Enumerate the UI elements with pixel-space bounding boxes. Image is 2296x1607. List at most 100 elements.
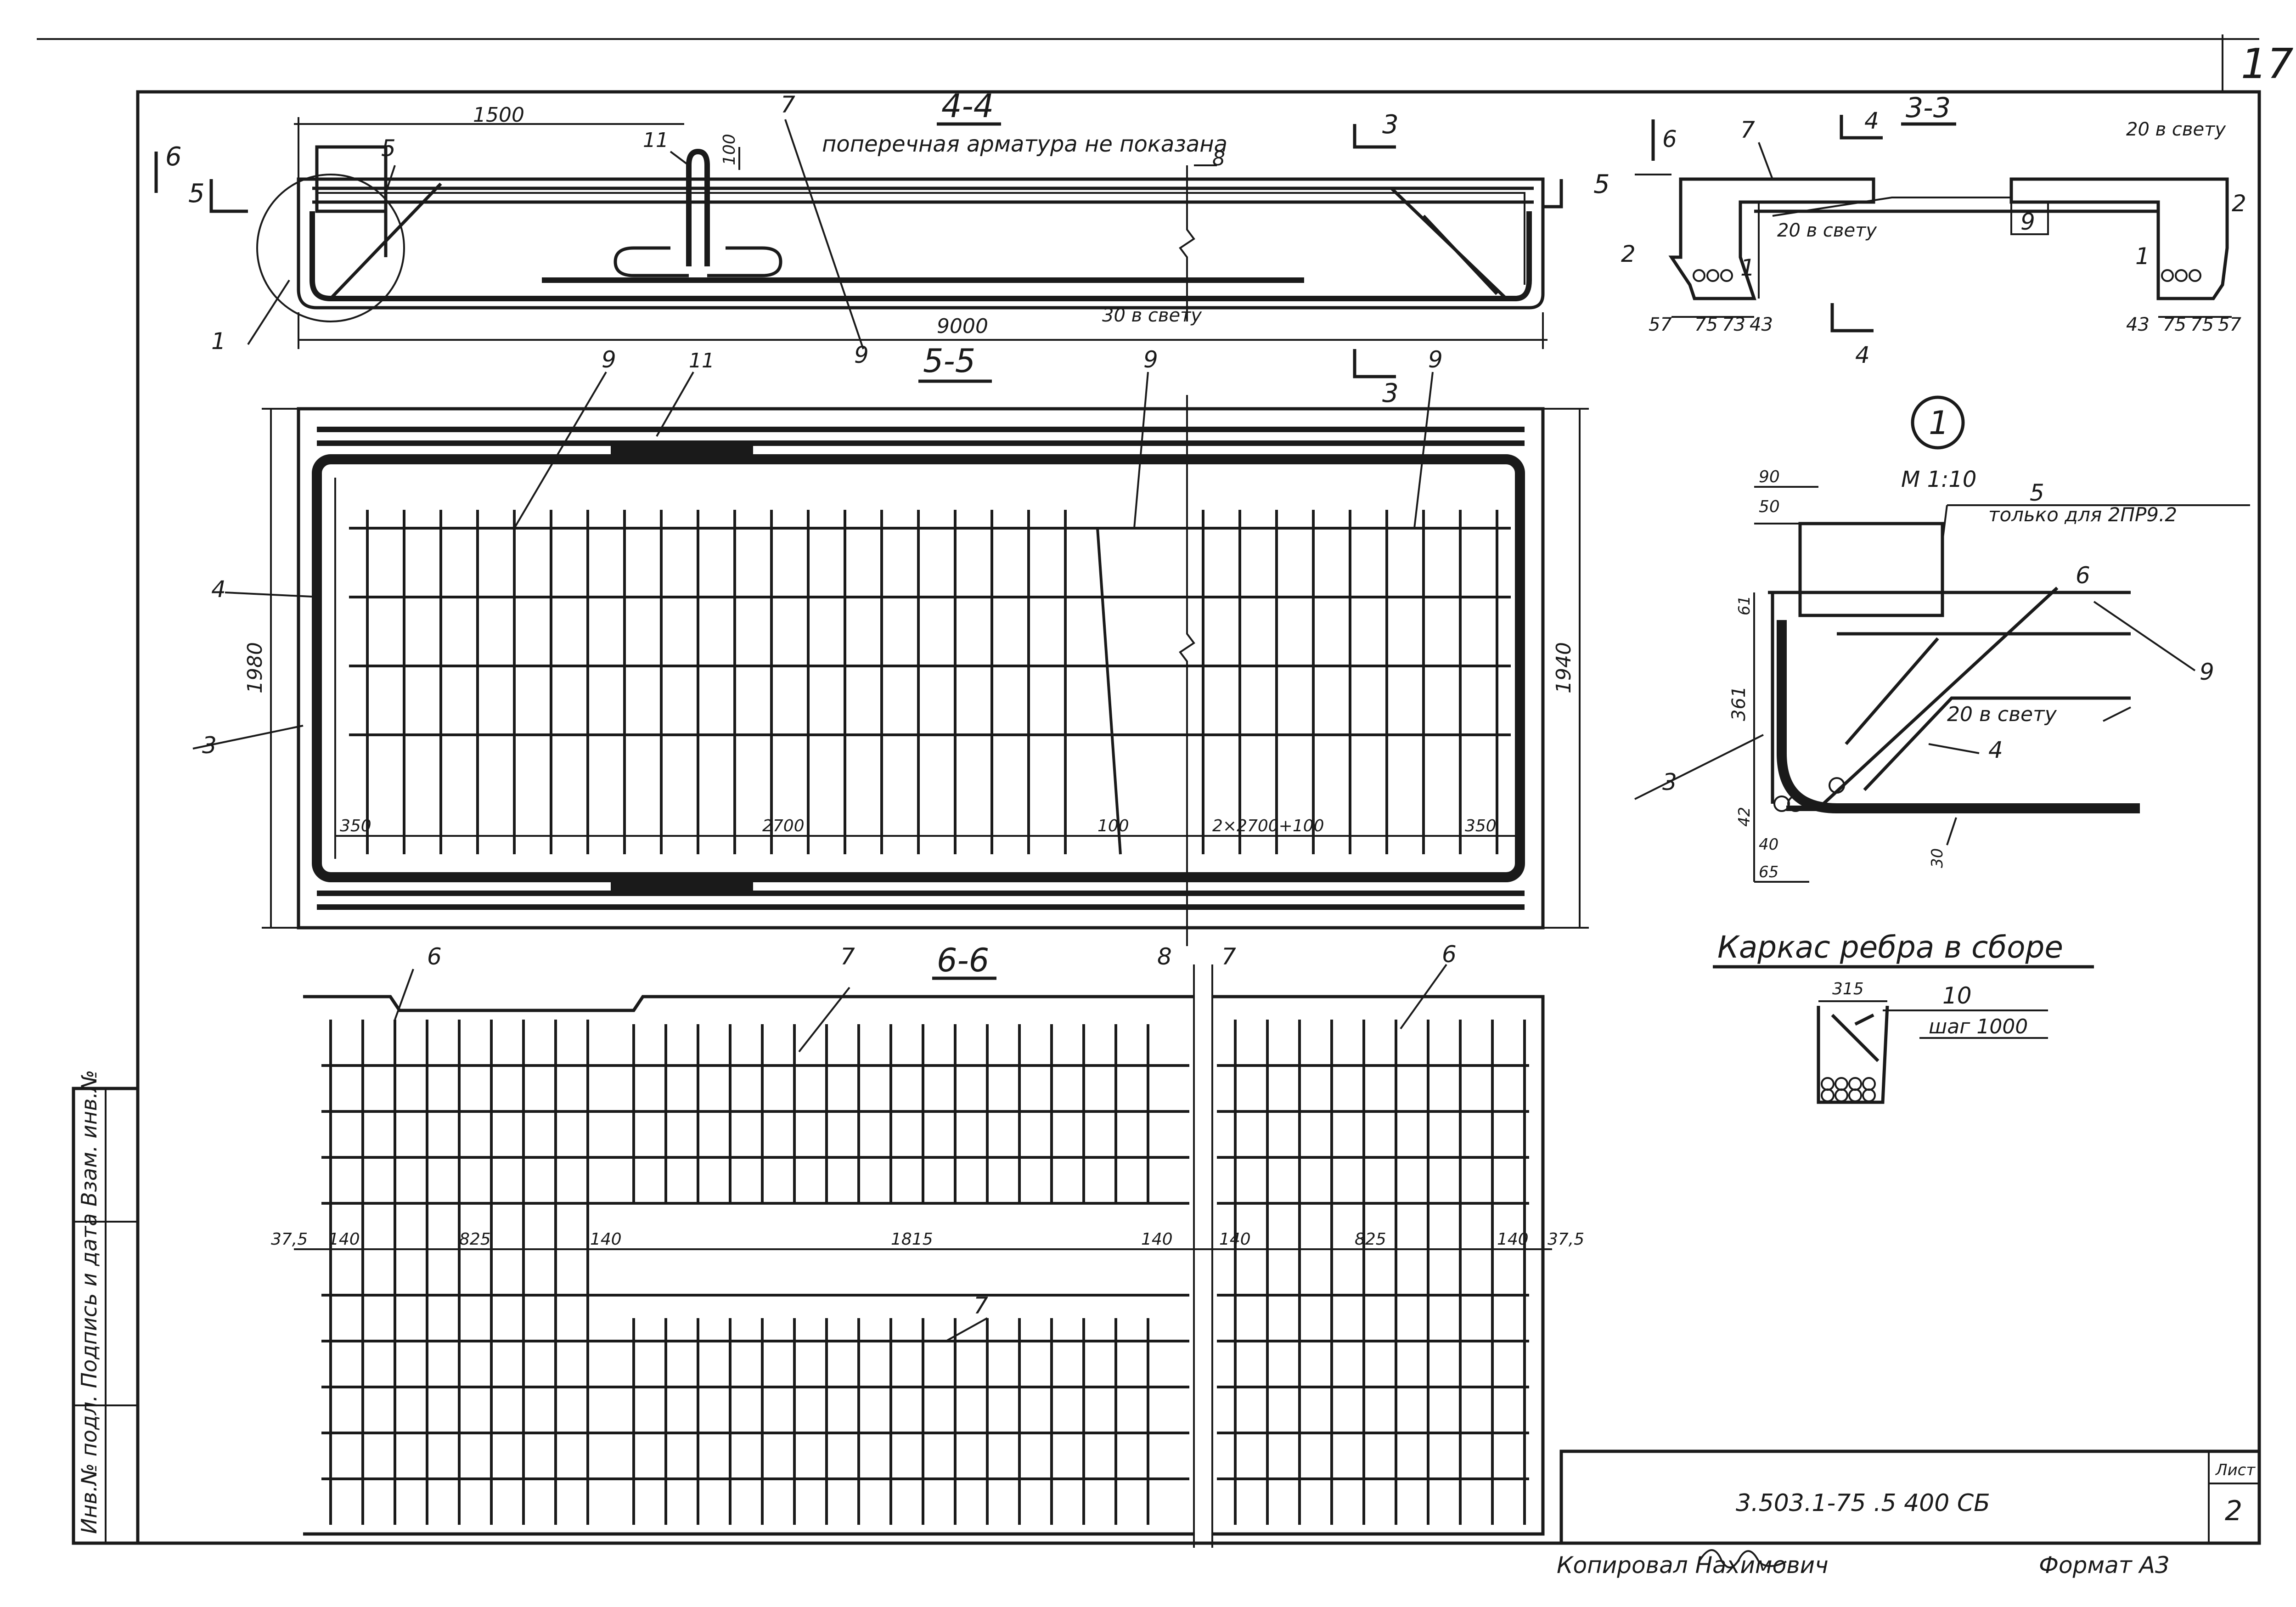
- dim-left-2: 75: [1694, 314, 1718, 335]
- pos-9: 9: [854, 342, 869, 368]
- pos-1: 1: [211, 328, 226, 355]
- pos-2-right: 2: [2232, 190, 2246, 217]
- pos-1-left: 1: [1740, 254, 1755, 281]
- cut-4-top: 4: [1864, 107, 1879, 134]
- pos-3: 3: [1662, 769, 1677, 795]
- pos-6-left: 6: [427, 943, 442, 970]
- dim-37-5-right: 37,5: [1548, 1230, 1584, 1249]
- detail-marker: 1: [1929, 404, 1949, 442]
- dim-1815: 1815: [891, 1230, 933, 1249]
- pos-9: 9: [2020, 209, 2035, 235]
- note-only-for: только для 2ПР9.2: [1988, 503, 2177, 526]
- cut-6: 6: [165, 142, 182, 172]
- dim-65: 65: [1759, 863, 1778, 881]
- pos-9-c: 9: [1428, 346, 1443, 373]
- dim-140-a: 140: [328, 1230, 360, 1249]
- plan-mesh: [349, 510, 1511, 855]
- sheet-label: Лист: [2215, 1461, 2256, 1479]
- pos-7: 7: [1740, 117, 1755, 143]
- copied-by: Копировал Нахимович: [1557, 1552, 1829, 1579]
- pos-9: 9: [2200, 659, 2214, 685]
- pos-6: 6: [2076, 562, 2090, 589]
- dim-825-left: 825: [459, 1230, 491, 1249]
- pos-3: 3: [202, 732, 217, 759]
- dim-right-1: 43: [2126, 314, 2150, 335]
- step-1000: шаг 1000: [1929, 1015, 2028, 1038]
- cut-3-bottom: 3: [1382, 378, 1399, 408]
- section-5-5: 5-5 1980 1940 350 2700 100 2×2700+100 35…: [192, 342, 1589, 946]
- dim-361: 361: [1728, 686, 1750, 721]
- section-3-3: 3-3 4 4 6 20 в свету 20 в свету 57 75 73…: [1621, 92, 2246, 368]
- note-20-clear-mid: 20 в свету: [1777, 220, 1877, 241]
- doc-code: 3.503.1-75 .5 400 СБ: [1736, 1489, 1990, 1517]
- title-3-3: 3-3: [1906, 92, 1951, 124]
- dim-140-c: 140: [1141, 1230, 1173, 1249]
- pos-7-right: 7: [1221, 943, 1236, 970]
- cut-5-left: 5: [188, 179, 205, 209]
- rib-cage: Каркас ребра в сборе 315 10 шаг 1000: [1713, 930, 2094, 1104]
- mesh-6-6: [321, 1020, 1529, 1525]
- pos-4: 4: [211, 576, 226, 603]
- dim-100: 100: [1097, 817, 1129, 835]
- pos-7: 7: [781, 91, 795, 118]
- pos-5: 5: [381, 135, 396, 162]
- title-block: [1559, 1449, 2261, 1545]
- dim-90: 90: [1759, 468, 1780, 486]
- dim-30: 30: [1928, 848, 1947, 868]
- pos-11: 11: [689, 349, 715, 372]
- pos-7-bottom: 7: [974, 1292, 988, 1319]
- cut-5-right: 5: [1593, 169, 1610, 199]
- dim-2x2700: 2×2700+100: [1212, 817, 1324, 835]
- section-4-4: 4-4 поперечная арматура не показана 1500…: [154, 87, 1610, 408]
- detail-scale: М 1:10: [1901, 467, 1976, 492]
- pos-7-top: 7: [840, 943, 855, 970]
- pos-1-right: 1: [2135, 243, 2150, 270]
- format-label: Формат А3: [2039, 1552, 2170, 1579]
- mesh-splice-bar: [1096, 528, 1122, 855]
- note-20-clear-top: 20 в свету: [2126, 119, 2226, 140]
- dim-37-5-left: 37,5: [271, 1230, 308, 1249]
- dim-100: 100: [720, 134, 739, 165]
- dim-1980: 1980: [243, 642, 267, 694]
- note-30-clear: 30 в свету: [1102, 305, 1202, 326]
- rib-cage-title: Каркас ребра в сборе: [1717, 930, 2063, 965]
- pos-5: 5: [2030, 479, 2044, 506]
- dim-350-left: 350: [340, 817, 371, 835]
- pos-9-b: 9: [1143, 346, 1158, 373]
- pos-8: 8: [1157, 943, 1172, 970]
- dim-left-4: 43: [1750, 314, 1773, 335]
- pos-4: 4: [1988, 737, 2003, 763]
- title-6-6: 6-6: [937, 942, 989, 979]
- dim-left-1: 57: [1649, 314, 1672, 335]
- dim-left-3: 73: [1722, 314, 1745, 335]
- dim-61: 61: [1735, 596, 1754, 615]
- pos-11: 11: [643, 129, 669, 152]
- signature-mark: [1698, 1549, 1787, 1568]
- dim-right-3: 75: [2190, 314, 2214, 335]
- detail-marker-circle: [1911, 395, 1965, 450]
- dim-9000: 9000: [937, 315, 988, 338]
- pos-6-right: 6: [1442, 941, 1457, 968]
- dim-140-b: 140: [590, 1230, 622, 1249]
- note-transverse-rebar: поперечная арматура не показана: [822, 131, 1227, 157]
- sheet-frame: Инв.№ подл. Подпись и дата Взам. инв.№ 3…: [37, 34, 2294, 1579]
- pos-10: 10: [1942, 982, 1972, 1009]
- sheet-number: 2: [2225, 1495, 2242, 1527]
- dim-140-e: 140: [1497, 1230, 1529, 1249]
- cut-4-bottom: 4: [1855, 342, 1870, 368]
- section-6-6: 6-6 37,5 140 825 140 1815 140 140 825 14…: [271, 941, 1584, 1548]
- dim-right-2: 75: [2163, 314, 2186, 335]
- side-stamp-text: Инв.№ подл. Подпись и дата Взам. инв.№: [77, 1070, 101, 1534]
- pos-9-a: 9: [602, 346, 616, 373]
- title-4-4: 4-4: [941, 87, 994, 125]
- cut-3-top: 3: [1382, 110, 1399, 140]
- dim-2700: 2700: [762, 817, 805, 835]
- dim-825-right: 825: [1355, 1230, 1386, 1249]
- dim-315: 315: [1832, 980, 1864, 998]
- dim-1500: 1500: [473, 103, 524, 127]
- page-number: 17: [2241, 40, 2294, 88]
- dim-42: 42: [1735, 807, 1754, 827]
- title-5-5: 5-5: [923, 342, 975, 380]
- dim-350-right: 350: [1465, 817, 1497, 835]
